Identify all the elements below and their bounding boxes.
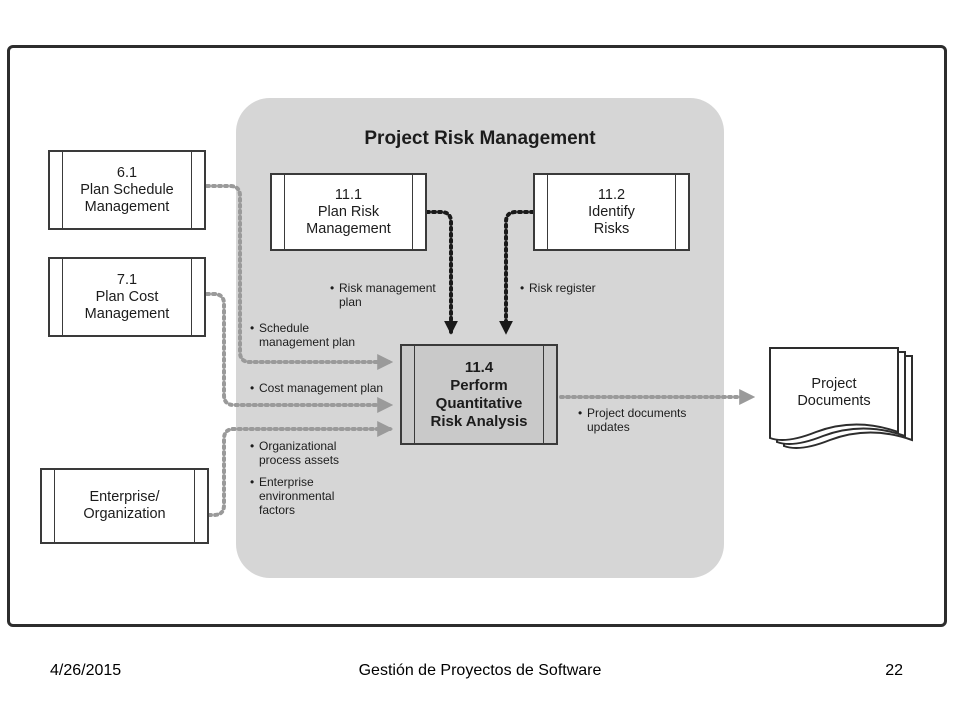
box-number: 11.4 [464,358,494,376]
plan-risk-management-box: 11.1 Plan Risk Management [270,173,427,251]
flow-text-line1: Enterprise [259,475,314,489]
box-label-line2: Risks [593,220,630,237]
flow-text-line2: management plan [259,335,356,349]
box-label-line1: Plan Risk [317,203,380,220]
footer-date: 4/26/2015 [50,662,122,679]
flow-text-line1: Schedule [259,321,310,335]
box-label-line1: Plan Schedule [80,181,174,198]
connector-cost-plan [205,292,394,413]
enterprise-organization-box: Enterprise/ Organization [40,468,209,544]
flow-text: Risk register [529,281,596,295]
flow-text-line2: process assets [259,453,340,467]
flow-label-risk-register: •Risk register [520,281,596,295]
connector-risk-plan [425,210,458,335]
box-number: 11.2 [597,186,626,203]
flow-label-organizational-process-assets: •Organizational process assets [250,439,340,467]
box-number: 6.1 [116,164,138,181]
plan-cost-management-box: 7.1 Plan Cost Management [48,257,206,337]
box-label-line2: Management [306,220,391,237]
box-label-line2: Management [84,305,170,322]
box-label-line1: Plan Cost [95,288,159,305]
project-documents-shape [769,347,913,449]
box-label-line2: Organization [83,506,166,522]
box-label-line3: Risk Analysis [430,412,528,430]
flow-label-project-documents-updates: •Project documents updates [578,406,687,434]
flow-text-line1: Risk management [339,281,436,295]
project-documents-label: Project Documents [770,376,898,410]
plan-schedule-management-box: 6.1 Plan Schedule Management [48,150,206,230]
connector-enterprise [207,421,394,517]
flow-text-line1: Organizational [259,439,337,453]
output-label-line2: Documents [797,393,871,409]
box-label-line1: Identify [588,203,635,220]
footer-page-number: 22 [885,662,903,679]
identify-risks-box: 11.2 Identify Risks [533,173,690,251]
flow-text-line3: factors [259,503,296,517]
footer-title: Gestión de Proyectos de Software [358,662,602,679]
flow-text: Cost management plan [259,381,384,395]
flow-label-enterprise-environmental-factors: •Enterprise environmental factors [250,475,335,517]
flow-text-line1: Project documents [587,406,687,420]
flow-text-line2: updates [587,420,630,434]
flow-text-line2: environmental [259,489,335,503]
connector-risk-register [499,210,535,335]
box-number: 7.1 [116,271,138,288]
process-group-title: Project Risk Management [364,128,596,149]
box-label-line1: Enterprise/ [89,489,160,505]
box-number: 11.1 [334,186,363,203]
box-label-line2: Management [84,198,170,215]
flow-label-schedule-management-plan: •Schedule management plan [250,321,356,349]
box-label-line2: Quantitative [435,394,523,412]
flow-text-line2: plan [339,295,362,309]
box-label-line1: Perform [450,376,508,394]
connector-schedule-plan [205,184,394,370]
flow-label-risk-management-plan: •Risk management plan [330,281,436,309]
flow-label-cost-management-plan: •Cost management plan [250,381,384,395]
output-label-line1: Project [811,376,857,392]
perform-quantitative-risk-analysis-box: 11.4 Perform Quantitative Risk Analysis [400,344,558,445]
